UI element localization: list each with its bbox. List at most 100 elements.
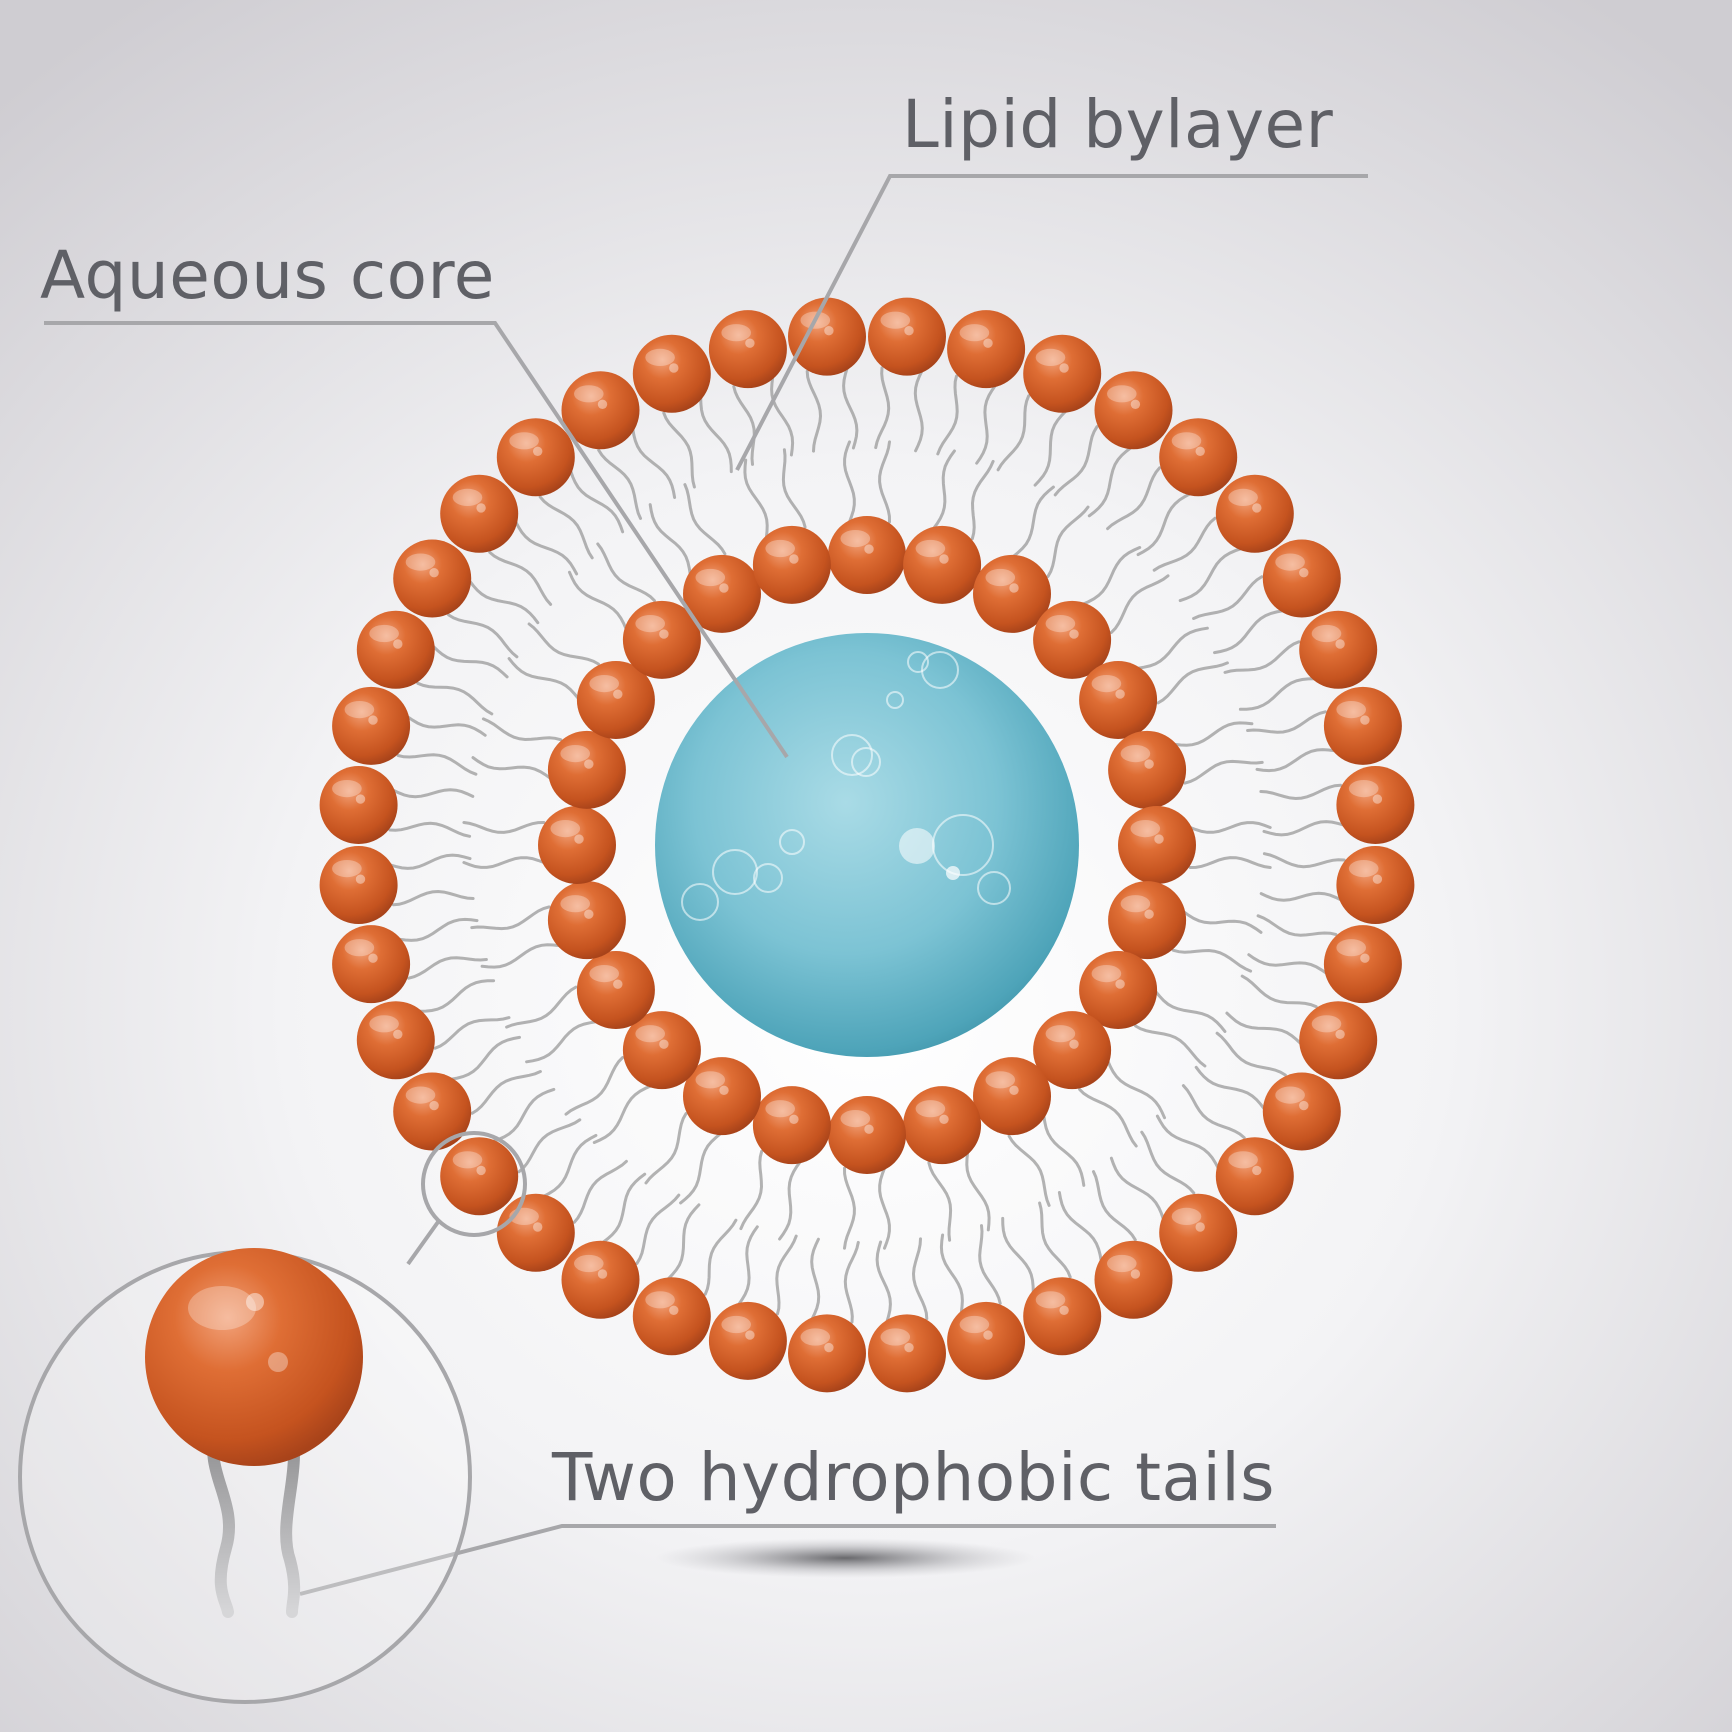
- outer-lipid-head-sphere: [947, 1301, 1026, 1380]
- inner-lipid-head-sphere: [622, 600, 701, 679]
- outer-lipid-tail: [1246, 710, 1327, 734]
- outer-lipid-tail: [1106, 466, 1162, 531]
- inner-lipid-head: [576, 661, 655, 739]
- outer-lipid-head: [1023, 334, 1102, 413]
- outer-lipid-head-shine: [959, 1315, 990, 1334]
- outer-lipid-tail: [407, 956, 488, 980]
- outer-lipid-head-sphere: [393, 1072, 472, 1151]
- lipid-bilayer-leader-line: [735, 174, 1368, 471]
- inner-lipid-head-shine: [915, 1100, 946, 1118]
- core-bubble: [921, 651, 959, 689]
- outer-lipid-head: [1299, 1001, 1378, 1080]
- outer-lipid-tail: [1092, 1170, 1137, 1242]
- outer-lipid-head-sphere: [356, 610, 435, 689]
- outer-lipid-tail: [1240, 974, 1318, 1009]
- zoomed-head-speck: [268, 1352, 288, 1372]
- outer-lipid-head-sphere: [1262, 1072, 1341, 1151]
- inner-lipid-tail: [927, 1161, 953, 1242]
- outer-lipid-tail: [1255, 748, 1337, 773]
- outer-lipid-tail: [1178, 547, 1243, 603]
- core-bubble: [712, 849, 758, 895]
- outer-lipid-head-shine: [1171, 432, 1202, 450]
- outer-lipid-tail: [1215, 1031, 1287, 1077]
- outer-lipid-head: [1215, 474, 1294, 553]
- inner-lipid-head-shine: [1045, 615, 1076, 633]
- inner-lipid-head-speck: [613, 979, 623, 989]
- inner-lipid-head-shine: [915, 539, 946, 558]
- outer-lipid-head-sphere: [332, 925, 411, 1004]
- outer-lipid-tail: [538, 495, 594, 560]
- outer-lipid-head-shine: [1228, 1151, 1258, 1169]
- outer-lipid-head-shine: [1228, 488, 1258, 506]
- aqueous-core-leader-line: [44, 321, 789, 759]
- outer-lipid-head-shine: [405, 1086, 436, 1104]
- inner-lipid-tail: [1171, 948, 1253, 973]
- inner-lipid-head-shine: [589, 675, 619, 693]
- outer-lipid-tail: [939, 1233, 964, 1315]
- outer-lipid-head-sphere: [788, 297, 866, 376]
- outer-lipid-tail: [491, 1087, 556, 1143]
- outer-lipid-tail: [1259, 891, 1343, 902]
- inner-lipid-tail: [970, 459, 995, 541]
- inner-lipid-head-sphere: [1033, 1011, 1112, 1090]
- outer-lipid-tail: [1262, 820, 1346, 837]
- inner-lipid-head-speck: [719, 1085, 729, 1096]
- outer-lipid-tail: [468, 579, 540, 625]
- outer-lipid-head-speck: [1335, 1029, 1345, 1040]
- inner-lipid-tail: [932, 449, 956, 530]
- outer-lipid-head-speck: [1299, 1100, 1309, 1111]
- outer-lipid-head-speck: [1195, 446, 1205, 456]
- outer-lipid-tail: [1057, 1191, 1103, 1263]
- inner-lipid-tail: [739, 1149, 764, 1231]
- outer-lipid-head-sphere: [1159, 418, 1238, 497]
- outer-lipid-head-sphere: [1323, 686, 1402, 765]
- outer-lipid-head-speck: [1195, 1222, 1205, 1232]
- outer-lipid-tail: [1225, 1011, 1303, 1046]
- outer-lipid-tail: [447, 613, 519, 659]
- outer-lipid-tail: [1181, 1084, 1246, 1140]
- outer-lipid-head-speck: [669, 1305, 679, 1316]
- outer-lipid-tail: [978, 1224, 1002, 1305]
- inner-lipid-tail: [596, 542, 656, 603]
- inner-lipid-head: [1108, 730, 1187, 809]
- outer-lipid-tail: [635, 1193, 681, 1265]
- inner-lipid-head: [683, 554, 761, 633]
- zoom-source-ring: [421, 1131, 527, 1237]
- outer-lipid-head-shine: [1336, 701, 1366, 719]
- inner-lipid-head-shine: [560, 895, 590, 913]
- outer-lipid-head-shine: [1275, 1086, 1305, 1104]
- inner-lipid-head-sphere: [1079, 661, 1158, 739]
- inner-lipid-head-sphere: [903, 525, 982, 604]
- outer-lipid-tail: [737, 1225, 759, 1307]
- outer-lipid-head-shine: [344, 939, 375, 957]
- outer-lipid-head: [1323, 925, 1402, 1004]
- outer-lipid-head-sphere: [1323, 925, 1402, 1004]
- outer-lipid-head-shine: [369, 1015, 399, 1033]
- outer-lipid-head-shine: [880, 1328, 911, 1346]
- inner-lipid-head: [683, 1057, 761, 1136]
- outer-lipid-tail: [1087, 446, 1133, 518]
- outer-lipid-tail: [1140, 1130, 1196, 1195]
- core-bubble: [681, 883, 719, 921]
- inner-lipid-head: [622, 600, 701, 679]
- outer-lipid-head-sphere: [1299, 610, 1378, 689]
- outer-lipid-head-shine: [1348, 780, 1379, 798]
- inner-lipid-tail: [648, 503, 692, 576]
- outer-lipid-tail: [662, 411, 696, 489]
- inner-lipid-tail: [592, 1084, 653, 1144]
- inner-lipid-head-speck: [613, 689, 623, 699]
- outer-lipid-head: [440, 474, 519, 553]
- outer-lipid-head: [356, 610, 435, 689]
- zoomed-phospholipid: [145, 1248, 363, 1618]
- outer-lipid-head-sphere: [393, 539, 472, 618]
- outer-lipid-head-speck: [1360, 953, 1370, 963]
- inner-lipid-tail: [843, 1166, 856, 1250]
- inner-lipid-head-speck: [864, 1124, 874, 1134]
- inner-lipid-head-shine: [1091, 965, 1122, 983]
- outer-lipid-head-shine: [574, 1254, 604, 1273]
- inner-lipid-head: [538, 806, 616, 884]
- outer-lipid-tail: [397, 917, 479, 942]
- inner-lipid-head-sphere: [1033, 600, 1112, 679]
- inner-lipid-tail: [568, 570, 628, 631]
- inner-lipid-head: [973, 554, 1051, 633]
